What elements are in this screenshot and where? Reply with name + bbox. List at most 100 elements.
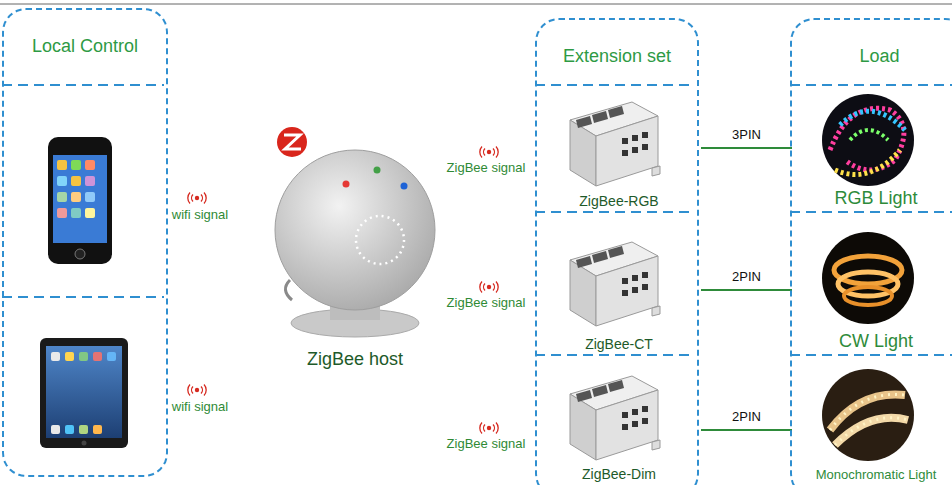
app-icon (79, 425, 88, 434)
node-label: Monochromatic Light (792, 467, 952, 482)
signal-label: wifi signal (172, 399, 228, 414)
device-cell: ZigBee-RGB (537, 85, 701, 212)
mono-strip-illustration (822, 369, 914, 461)
zigbee-logo-mark (284, 135, 301, 149)
app-icon (85, 192, 95, 202)
wire-connector (701, 430, 792, 431)
wire-line (701, 147, 792, 149)
load-cell: CW Light (792, 212, 952, 355)
app-icon (107, 352, 116, 361)
host-disc (275, 150, 435, 310)
pin-label: 2PIN (730, 409, 763, 424)
app-icon (57, 208, 67, 218)
led-blue (401, 183, 408, 190)
photo-disc (822, 94, 914, 186)
signal-icon (480, 147, 498, 158)
led-strip (844, 287, 892, 305)
wire-connector (701, 148, 792, 149)
signal-icon (188, 385, 206, 396)
host-illustration (275, 127, 435, 337)
device-cell: ZigBee-Dim (537, 355, 701, 485)
module-illustration (570, 376, 660, 460)
led-strip (840, 111, 905, 130)
signal-icon (480, 282, 498, 293)
cell-dividers (2, 85, 952, 355)
wire-connector (701, 290, 792, 291)
app-icon (85, 176, 95, 186)
wire-line (701, 429, 792, 431)
app-icon (85, 160, 95, 170)
load-cell: Monochromatic Light (792, 355, 952, 485)
module-illustration (570, 102, 660, 186)
device-cell: ZigBee-CT (537, 212, 701, 355)
led-strip (835, 150, 900, 175)
app-icon (57, 176, 67, 186)
node-label: ZigBee-RGB (537, 193, 701, 209)
app-icon (71, 160, 81, 170)
module-illustration (570, 242, 660, 326)
app-icon (65, 352, 74, 361)
column-panel: LoadRGB Light CW LightMonochromatic Light (790, 18, 952, 485)
app-icons (51, 352, 116, 434)
app-icon (93, 352, 102, 361)
divider (535, 211, 695, 213)
divider (535, 84, 695, 86)
app-icon (93, 425, 102, 434)
cw-strip-illustration (822, 232, 914, 324)
pin-label: 3PIN (730, 127, 763, 142)
divider (790, 354, 952, 356)
tablet-body (40, 338, 128, 448)
led-red (343, 181, 350, 188)
phone-body (48, 137, 112, 264)
app-icon (71, 208, 81, 218)
divider (535, 354, 695, 356)
device-label: ZigBee host (307, 349, 403, 370)
app-icon (51, 352, 60, 361)
divider (790, 211, 952, 213)
led-chips (835, 418, 908, 445)
led-strip (835, 418, 908, 445)
host-ring (356, 216, 404, 264)
tablet-illustration (40, 338, 128, 448)
wire-line (701, 289, 792, 291)
app-icon (51, 425, 60, 434)
phone-screen (53, 155, 107, 243)
zigbee-logo (277, 127, 307, 157)
column-panel: Extension setZigBee-RGB ZigBee-CT ZigBee-D… (535, 18, 699, 485)
divider (790, 84, 952, 86)
column-heading: Local Control (4, 36, 166, 57)
signal-icon (188, 193, 206, 204)
app-icon (57, 192, 67, 202)
photo-disc (822, 369, 914, 461)
column-heading: Load (792, 46, 952, 67)
node-label: ZigBee-Dim (537, 466, 701, 482)
home-button (82, 441, 87, 446)
home-button (75, 249, 85, 259)
app-icon (85, 208, 95, 218)
divider (2, 84, 164, 86)
led-strip (850, 130, 888, 140)
tablet-screen (46, 346, 122, 438)
app-icon (65, 425, 74, 434)
app-icon (71, 192, 81, 202)
node-label: RGB Light (792, 188, 952, 209)
signal-label: ZigBee signal (447, 295, 526, 310)
signal-icon (480, 423, 498, 434)
load-cell: RGB Light (792, 85, 952, 212)
led-green (374, 167, 381, 174)
top-rule (0, 4, 952, 5)
node-label: CW Light (792, 331, 952, 352)
pin-label: 2PIN (730, 269, 763, 284)
rgb-strip-illustration (822, 94, 914, 186)
signal-label: ZigBee signal (447, 160, 526, 175)
node-label: ZigBee-CT (537, 336, 701, 352)
column-heading: Extension set (537, 46, 697, 67)
signal-label: wifi signal (172, 207, 228, 222)
column-panel: Local Control (2, 8, 168, 477)
app-icons (57, 160, 95, 218)
divider (2, 296, 164, 298)
app-icon (79, 352, 88, 361)
